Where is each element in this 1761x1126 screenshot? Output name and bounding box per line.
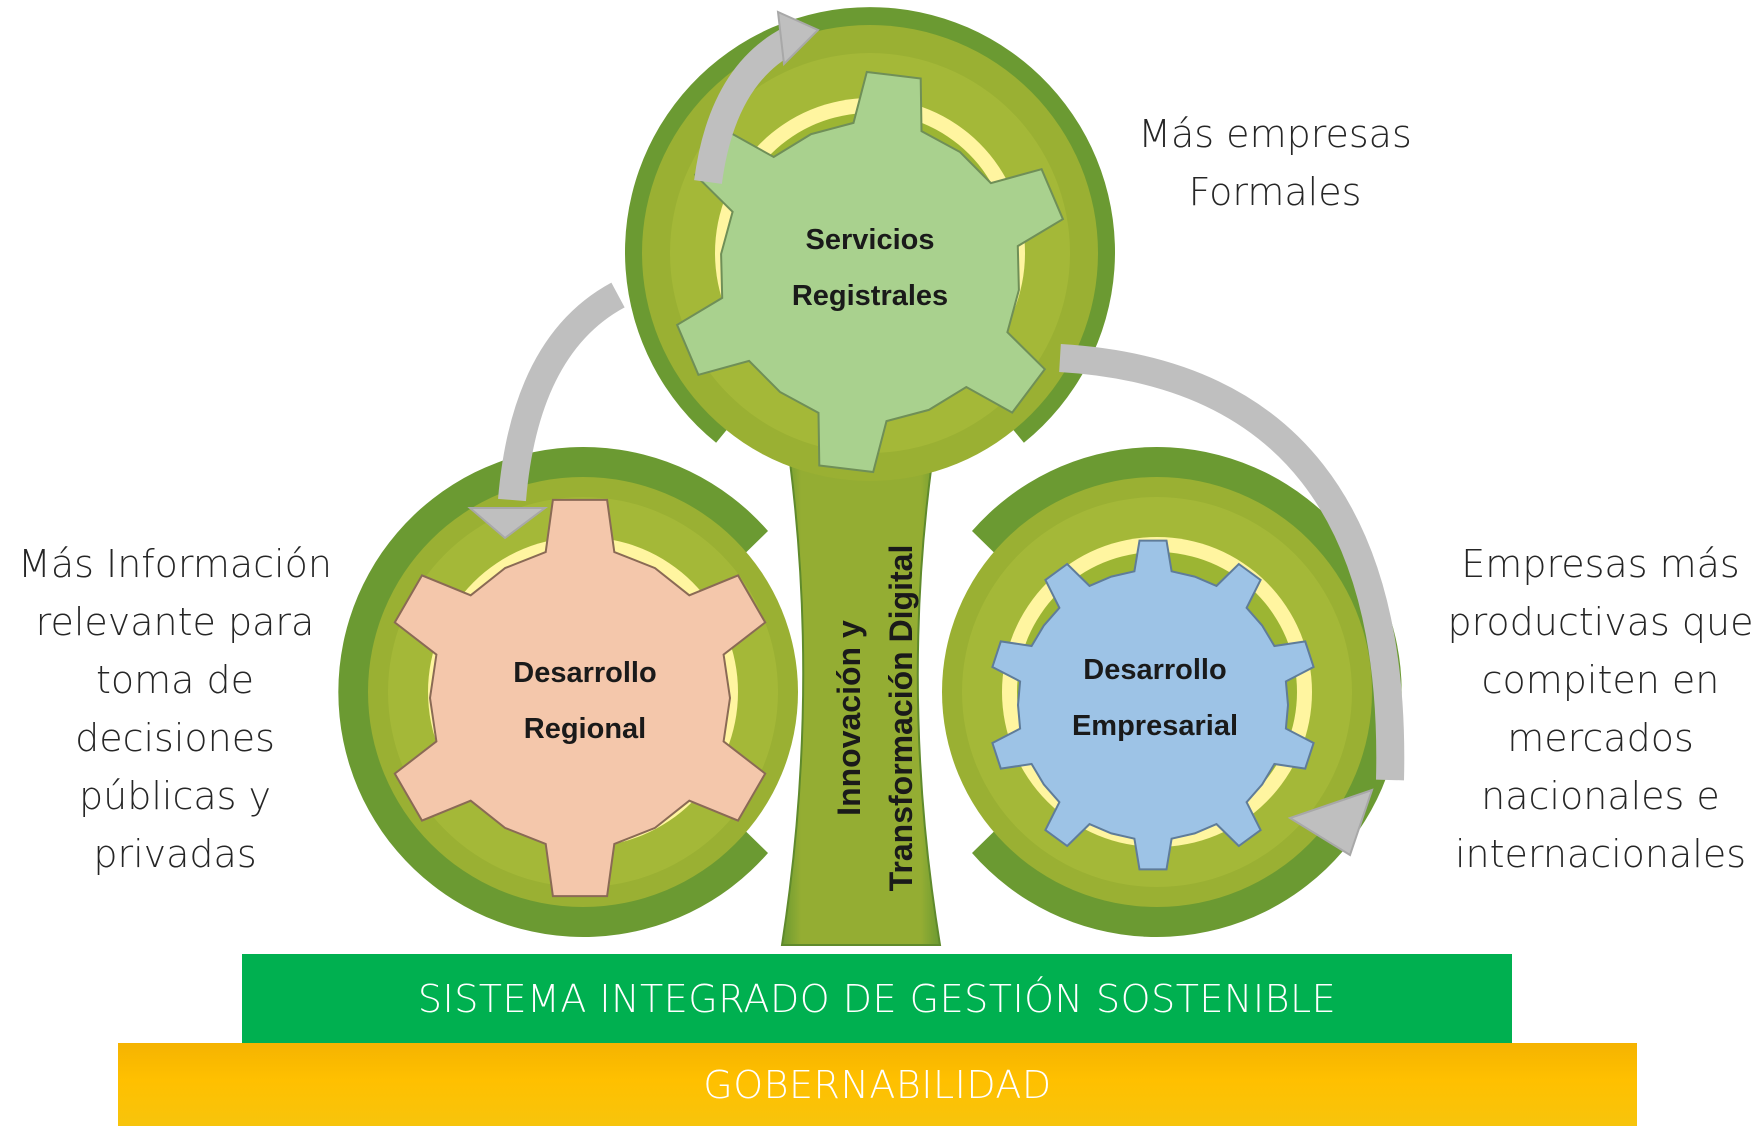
curved-arrows — [467, 10, 1405, 857]
curved-arrow-icon — [1059, 344, 1405, 781]
outcome-informacion: Más Información relevante para toma de d… — [18, 542, 332, 876]
bar-gobernabilidad-label: GOBERNABILIDAD — [703, 1062, 1052, 1107]
gear-label-desarrollo-empresarial: Desarrollo Empresarial — [1071, 654, 1239, 742]
gear-icon — [991, 539, 1315, 871]
right-gear-unit — [942, 447, 1402, 937]
curved-arrow-head — [467, 507, 548, 540]
outcome-productivas: Empresas más productivas que compiten en… — [1447, 542, 1754, 876]
top-gear-unit — [625, 7, 1115, 481]
gear-label-desarrollo-regional: Desarrollo Regional — [513, 657, 657, 745]
innovation-pillar — [780, 461, 942, 946]
gear-label-servicios-registrales: Servicios Registrales — [791, 224, 949, 312]
bar-sistema-integrado: SISTEMA INTEGRADO DE GESTIÓN SOSTENIBLE — [242, 954, 1512, 1043]
curved-arrow-head — [776, 10, 820, 67]
pillar-label-innovacion: Innovación y Transformación Digital — [831, 544, 919, 892]
curved-arrow-icon — [694, 27, 797, 184]
bar-sistema-label: SISTEMA INTEGRADO DE GESTIÓN SOSTENIBLE — [417, 976, 1337, 1021]
gear-icon — [675, 70, 1065, 474]
left-gear-unit — [338, 446, 798, 937]
outcome-formales: Más empresas Formales — [1138, 112, 1412, 214]
curved-arrow-icon — [498, 282, 625, 502]
curved-arrow-head — [1287, 788, 1374, 857]
gear-icon — [393, 498, 767, 898]
bar-gobernabilidad: GOBERNABILIDAD — [118, 1043, 1637, 1126]
